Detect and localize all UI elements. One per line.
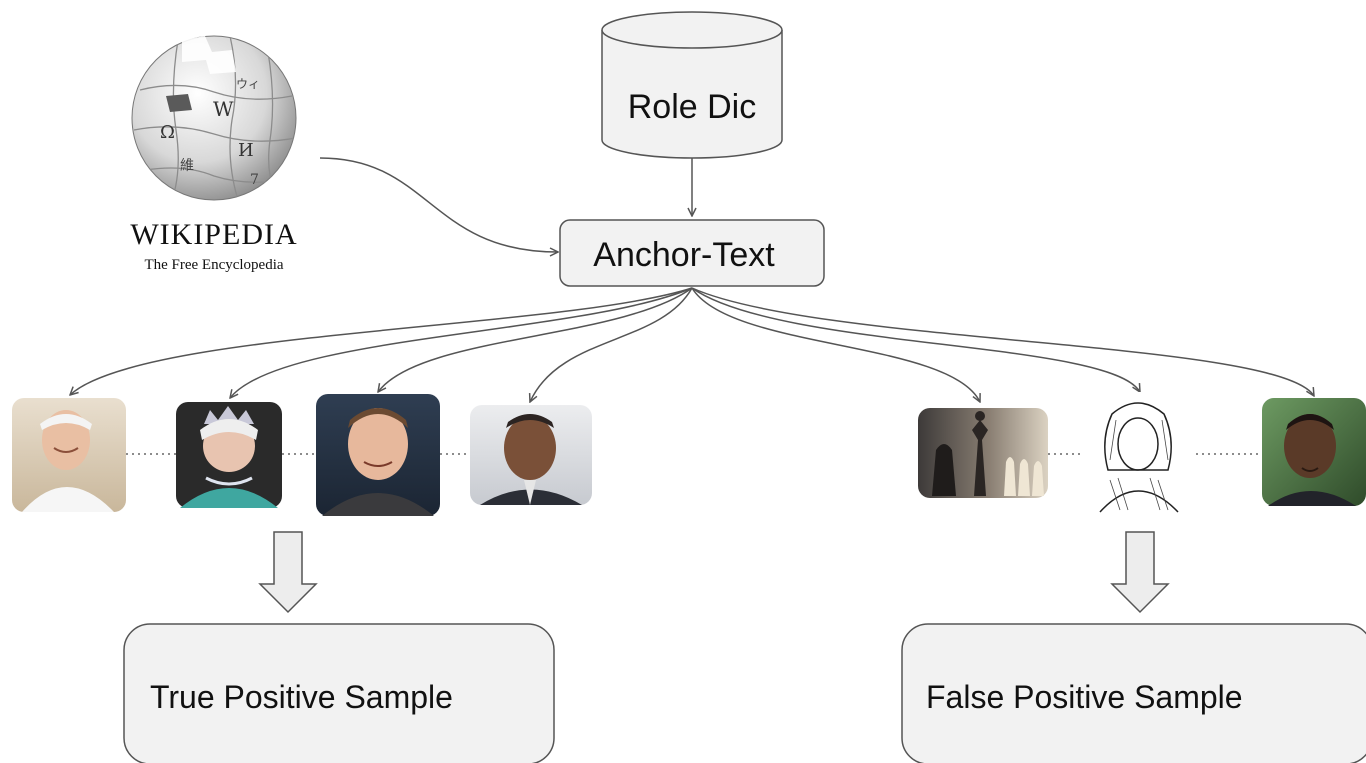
connector-to-chess-photo [691,287,980,402]
false-positive-label: False Positive Sample [926,679,1243,715]
role-dictionary-label: Role Dic [628,88,756,126]
connector-wikipedia-to-anchor [319,157,558,252]
false-positive-box: False Positive Sample [901,623,1366,763]
wikipedia-globe-icon: Ω W И 維 7 ウィ [131,35,297,201]
svg-text:ウィ: ウィ [236,77,260,91]
true-positive-box: True Positive Sample [123,623,555,763]
connector-to-photo-5 [691,287,1314,396]
svg-text:W: W [213,97,234,121]
photo-1 [12,398,126,512]
connector-to-photo-4 [530,287,693,402]
photo-2 [176,402,282,508]
down-arrow-false-positive [1110,531,1170,614]
down-arrow-true-positive [258,531,318,614]
chess-pieces-photo [918,408,1048,498]
connector-to-photo-3 [378,287,693,392]
wikipedia-tagline: The Free Encyclopedia [144,257,283,273]
true-positive-label: True Positive Sample [150,679,453,715]
svg-text:維: 維 [180,158,194,174]
anchor-text-node: Anchor-Text [559,219,825,287]
photo-5 [1262,398,1366,506]
engraved-portrait [1082,392,1194,514]
anchor-text-label: Anchor-Text [593,236,775,274]
wikipedia-logo: Ω W И 維 7 ウィ WIKIPEDIA The Free Encyclop… [130,35,297,273]
svg-text:И: И [238,140,254,161]
connector-to-photo-1 [70,287,693,395]
svg-text:Ω: Ω [160,122,175,143]
connector-to-photo-2 [230,287,693,398]
fanout-connectors [70,287,1314,402]
photo-3 [316,394,440,516]
photo-4 [470,405,592,505]
role-dictionary-database: Role Dic [601,11,783,159]
svg-text:7: 7 [250,172,259,188]
wikipedia-wordmark: WIKIPEDIA [130,218,297,251]
connector-to-engraving [691,287,1140,392]
